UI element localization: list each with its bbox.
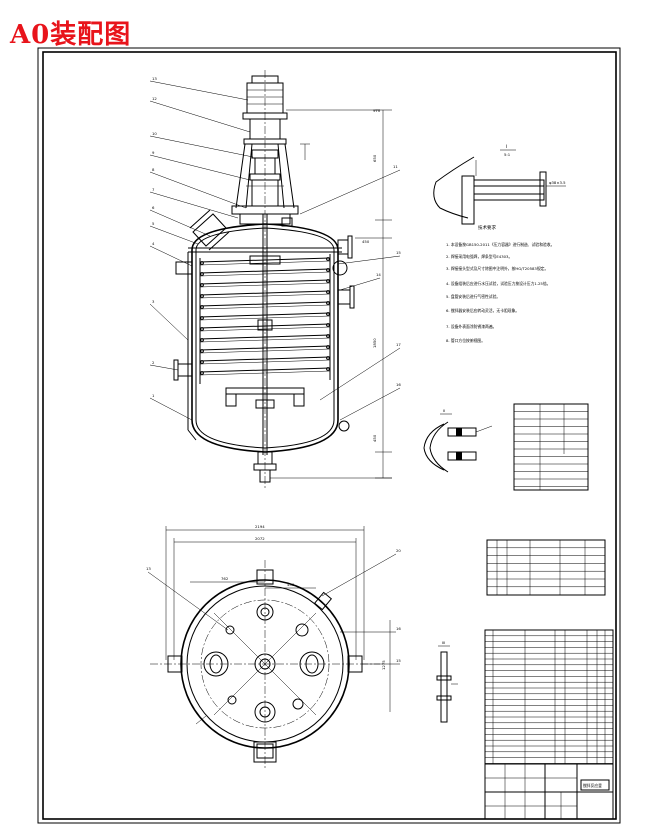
tech-req-line-6: 6. 搅拌器安装后应转动灵活，无卡阻现象。	[446, 308, 519, 313]
side-nozzles	[173, 235, 355, 432]
specification-table	[513, 403, 589, 491]
title-block: 搅拌反应釜	[484, 763, 614, 820]
svg-text:762: 762	[221, 576, 229, 581]
svg-text:3: 3	[152, 299, 155, 304]
svg-text:650: 650	[372, 154, 377, 162]
svg-text:970: 970	[373, 108, 381, 113]
svg-text:11: 11	[393, 164, 398, 169]
inner-frame	[42, 51, 617, 820]
reactor-plan-view: 2194 2072 762 450 13 20 16 15 1275	[146, 524, 401, 770]
section-scale: 5:1	[504, 152, 511, 157]
top-nozzles	[189, 209, 293, 251]
tech-req-line-2: 2. 焊接采用电弧焊，焊条型号E4303。	[446, 254, 512, 259]
tech-req-line-8: 8. 管口方位按俯视图。	[446, 338, 485, 343]
svg-text:15: 15	[396, 250, 401, 255]
svg-text:8: 8	[152, 167, 155, 172]
detail-label: II	[443, 408, 445, 413]
heating-coils	[199, 254, 331, 384]
svg-text:450: 450	[372, 434, 377, 442]
svg-text:5: 5	[152, 221, 155, 226]
svg-text:13: 13	[146, 566, 151, 571]
technical-requirements: 技术要求 1. 本设备按GB150-2011《压力容器》进行制造、试验和验收。 …	[446, 224, 554, 343]
tech-req-line-1: 1. 本设备按GB150-2011《压力容器》进行制造、试验和验收。	[446, 242, 554, 247]
bottom-outlet	[253, 451, 277, 483]
svg-text:12: 12	[152, 96, 157, 101]
section-label: I	[506, 144, 507, 150]
vessel-shell	[188, 223, 342, 453]
title-block-name: 搅拌反应釜	[583, 783, 602, 788]
svg-text:2194: 2194	[255, 524, 265, 529]
svg-text:1: 1	[152, 393, 155, 398]
part-leaders-right: 11 15 14 17 16	[286, 109, 401, 421]
svg-text:20: 20	[396, 548, 401, 553]
svg-text:1275: 1275	[381, 660, 386, 670]
svg-text:6: 6	[152, 205, 155, 210]
svg-text:450: 450	[362, 239, 370, 244]
detail-III: III	[436, 640, 458, 723]
svg-text:16: 16	[396, 626, 401, 631]
section-I-detail: I 5:1 φ38×3.5	[433, 144, 566, 225]
parts-list	[484, 629, 614, 765]
tech-req-line-5: 5. 盘管安装后进行气密性试验。	[446, 294, 500, 299]
svg-text:13: 13	[152, 76, 157, 81]
svg-text:9: 9	[152, 150, 155, 155]
svg-text:450: 450	[287, 582, 295, 587]
svg-text:2072: 2072	[255, 536, 265, 541]
svg-text:10: 10	[152, 131, 157, 136]
nozzle-table	[486, 539, 606, 596]
reactor-elevation-view: 13 12 10 9 8 7 6 5 4 3 2 1 11 15 14 17 1…	[149, 70, 401, 490]
svg-text:7: 7	[152, 187, 155, 192]
outer-frame	[37, 47, 621, 824]
svg-text:1850: 1850	[372, 338, 377, 348]
svg-text:17: 17	[396, 342, 401, 347]
view-label: III	[442, 640, 445, 645]
agitator	[225, 255, 305, 409]
svg-text:φ38×3.5: φ38×3.5	[549, 180, 566, 185]
drawing-title: A0装配图	[10, 20, 132, 50]
tech-req-line-3: 3. 焊接接头型式及尺寸除图中注明外，按HG/T20583规定。	[446, 266, 548, 271]
tech-req-line-4: 4. 设备组装后应进行水压试验，试验压力按设计压力1.25倍。	[446, 281, 550, 286]
part-leaders-left: 13 12 10 9 8 7 6 5 4 3 2 1	[149, 76, 254, 421]
detail-II: II	[423, 408, 493, 473]
svg-text:16: 16	[396, 382, 401, 387]
svg-text:14: 14	[376, 272, 381, 277]
tech-req-title: 技术要求	[478, 224, 496, 231]
svg-text:2: 2	[152, 360, 155, 365]
svg-text:4: 4	[152, 241, 155, 246]
dimension-lines: 970 650 1850 450 450	[270, 108, 392, 479]
svg-text:15: 15	[396, 658, 401, 663]
tech-req-line-7: 7. 设备外表面涂防锈漆两遍。	[446, 324, 496, 329]
